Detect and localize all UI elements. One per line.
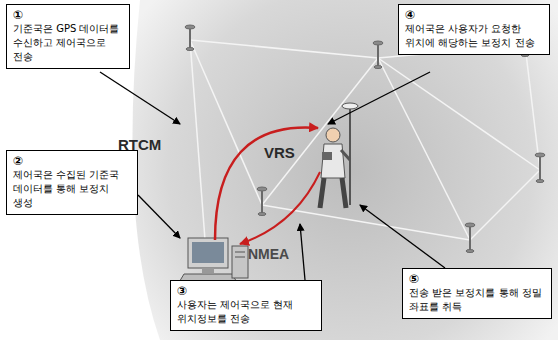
callout-box: ⑤전송 받은 보정치를 통해 정밀 좌표를 취득	[402, 268, 552, 319]
callout-text: 제어국은 사용자가 요청한 위치에 해당하는 보정치 전송	[405, 22, 543, 50]
background-field	[132, 0, 558, 340]
reference-stations	[185, 25, 545, 253]
callout-box: ②제어국은 수집된 기준국 데이터를 통해 보정치 생성	[6, 150, 138, 215]
callout-number: ①	[13, 8, 123, 22]
nmea-link	[240, 172, 320, 244]
callout-number: ④	[405, 8, 543, 22]
callout-text: 전송 받은 보정치를 통해 정밀 좌표를 취득	[409, 286, 545, 314]
network-lines	[190, 40, 540, 240]
callout-number: ②	[13, 154, 131, 168]
callout-text: 기준국은 GPS 데이터를 수신하고 제어국으로 전송	[13, 22, 123, 64]
vrs-label: VRS	[264, 144, 295, 161]
callout-text: 제어국은 수집된 기준국 데이터를 통해 보정치 생성	[13, 168, 131, 210]
leader-lines	[100, 72, 445, 280]
callout-box: ③사용자는 제어국으로 현재 위치정보를 전송	[170, 280, 322, 331]
protocol-label: NMEA	[248, 246, 289, 262]
callout-number: ⑤	[409, 272, 545, 286]
control-station	[178, 238, 248, 284]
callout-box: ④제어국은 사용자가 요청한 위치에 해당하는 보정치 전송	[398, 4, 550, 55]
protocol-label: RTCM	[118, 136, 161, 153]
callout-number: ③	[177, 284, 315, 298]
callout-text: 사용자는 제어국으로 현재 위치정보를 전송	[177, 298, 315, 326]
rtcm-link	[215, 128, 318, 241]
callout-box: ①기준국은 GPS 데이터를 수신하고 제어국으로 전송	[6, 4, 130, 69]
